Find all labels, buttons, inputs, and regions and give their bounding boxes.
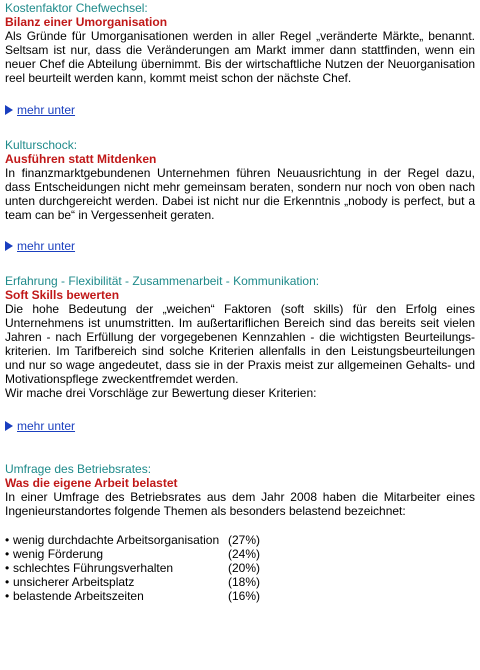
list-item: •wenig Förderung (24%)	[5, 547, 475, 561]
list-item: •schlechtes Führungsverhalten (20%)	[5, 561, 475, 575]
survey-results-list: •wenig durchdachte Arbeitsorganisation(2…	[5, 533, 475, 603]
article-umfrage: Umfrage des Betriebsrates: Was die eigen…	[5, 462, 475, 518]
article-body: In finanzmarktgebundenen Unternehmen füh…	[5, 166, 475, 222]
list-item: •wenig durchdachte Arbeitsorganisation (2…	[5, 533, 475, 547]
play-triangle-icon	[5, 105, 13, 115]
article-kicker: Umfrage des Betriebsrates:	[5, 462, 152, 476]
article-body: In einer Umfrage des Betriebsrates aus d…	[5, 490, 475, 518]
article-body: Als Gründe für Umorganisationen werden i…	[5, 29, 475, 85]
bullet: •	[5, 589, 10, 603]
article-kulturschock: Kulturschock: Ausführen statt Mitdenken …	[5, 138, 475, 222]
article-soft-skills: Erfahrung - Flexibilität - Zusammenarbei…	[5, 274, 475, 400]
survey-item-label: wenig durchdachte Arbeitsorganisation	[13, 533, 220, 547]
body-line: reel beurteilt werden kann, kommt meist …	[5, 71, 352, 85]
more-link-soft-skills[interactable]: mehr unter	[5, 419, 75, 433]
bullet: •	[5, 561, 10, 575]
survey-item-percent: (18%)	[228, 575, 261, 589]
body-line: Die hohe Bedeutung der „weichen“ Faktore…	[5, 302, 475, 316]
body-line: team can be“ in Vergessenheit geraten.	[5, 208, 215, 222]
more-link-kulturschock[interactable]: mehr unter	[5, 239, 75, 253]
article-chefwechsel: Kostenfaktor Chefwechsel: Bilanz einer U…	[5, 1, 475, 85]
body-line: In finanzmarktgebundenen Unternehmen füh…	[5, 166, 475, 180]
article-headline: Ausführen statt Mitdenken	[5, 152, 157, 166]
article-headline: Bilanz einer Umorganisation	[5, 15, 168, 29]
body-line: unten durchgereicht werden. Dabei ist ni…	[5, 194, 475, 208]
article-kicker: Kulturschock:	[5, 138, 78, 152]
body-line: Als Gründe für Umorganisationen werden i…	[5, 29, 475, 43]
survey-item-label: wenig Förderung	[13, 547, 104, 561]
body-line: Seltsam ist nur, dass die Veränderungen …	[5, 43, 475, 57]
survey-item-percent: (16%)	[228, 589, 261, 603]
article-headline: Was die eigene Arbeit belastet	[5, 476, 178, 490]
survey-item-percent: (27%)	[228, 533, 261, 547]
more-link-chefwechsel[interactable]: mehr unter	[5, 103, 75, 117]
article-body: Die hohe Bedeutung der „weichen“ Faktore…	[5, 302, 475, 400]
body-line: Unternehmens ist unumstritten. Im außert…	[5, 316, 475, 330]
list-item: •unsicherer Arbeitsplatz (18%)	[5, 575, 475, 589]
article-kicker: Kostenfaktor Chefwechsel:	[5, 1, 148, 15]
article-headline: Soft Skills bewerten	[5, 288, 120, 302]
bullet: •	[5, 575, 10, 589]
body-line: Motivationspflege zweckentfremdet werden…	[5, 372, 239, 386]
survey-item-label: schlechtes Führungsverhalten	[13, 561, 174, 575]
more-link-label: mehr unter	[17, 419, 76, 433]
body-line: dass Entscheidungen nicht mehr gemeinsam…	[5, 180, 475, 194]
survey-item-label: belastende Arbeitszeiten	[13, 589, 144, 603]
more-link-label: mehr unter	[17, 239, 76, 253]
survey-item-label: unsicherer Arbeitsplatz	[13, 575, 135, 589]
body-line: und nur so wage angedeutet, dass sie in …	[5, 358, 475, 372]
body-line: kriterien. Im Tarifbereich sind solche K…	[5, 344, 475, 358]
body-line: neuer Chef die Abteilung übernimmt. Bis …	[5, 57, 475, 71]
play-triangle-icon	[5, 241, 13, 251]
body-line: Jahren - nach Erfüllung der vorgegebenen…	[5, 330, 475, 344]
bullet: •	[5, 547, 10, 561]
list-item: •belastende Arbeitszeiten (16%)	[5, 589, 475, 603]
play-triangle-icon	[5, 421, 13, 431]
body-line: Wir mache drei Vorschläge zur Bewertung …	[5, 386, 317, 400]
article-kicker: Erfahrung - Flexibilität - Zusammenarbei…	[5, 274, 320, 288]
survey-item-percent: (24%)	[228, 547, 261, 561]
bullet: •	[5, 533, 10, 547]
body-line: Ingenieurstandortes folgende Themen als …	[5, 504, 406, 518]
body-line: In einer Umfrage des Betriebsrates aus d…	[5, 490, 475, 504]
more-link-label: mehr unter	[17, 103, 76, 117]
survey-item-percent: (20%)	[228, 561, 261, 575]
